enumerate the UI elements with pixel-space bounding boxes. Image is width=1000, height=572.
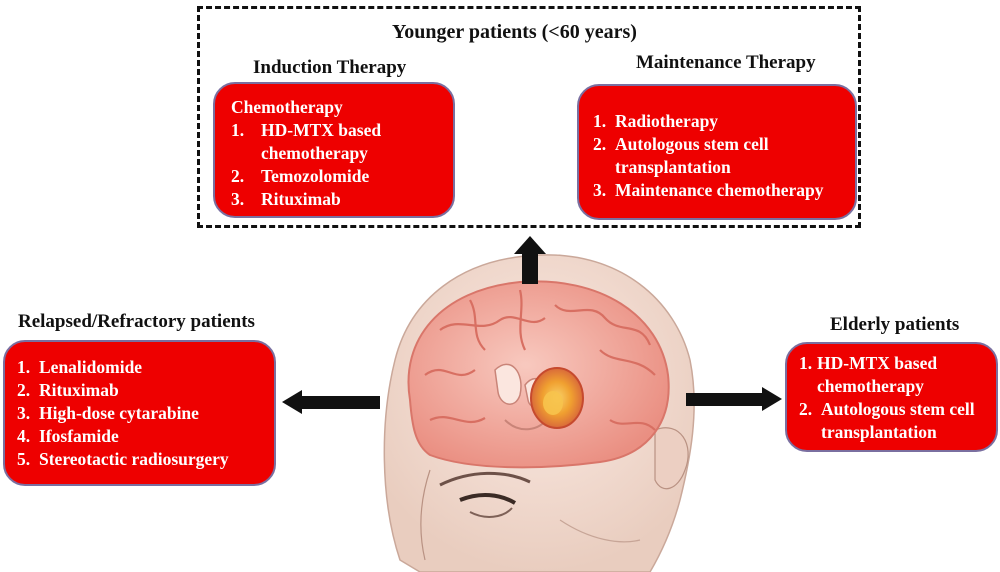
- induction-lead: Chemotherapy: [231, 97, 343, 117]
- induction-list: 1.HD-MTX based chemotherapy 2.Temozolomi…: [231, 119, 443, 211]
- elderly-list: 1.HD-MTX based chemotherapy 2.Autologous…: [799, 352, 992, 444]
- relapsed-refractory-heading: Relapsed/Refractory patients: [18, 311, 255, 332]
- induction-therapy-heading: Induction Therapy: [253, 57, 407, 78]
- list-item: 2.Autologous stem cell transplantation: [593, 134, 769, 177]
- list-item: 3.Maintenance chemotherapy: [593, 180, 824, 200]
- list-item: 4.Ifosfamide: [17, 426, 119, 446]
- list-item: 1.Lenalidomide: [17, 357, 143, 377]
- younger-patients-title: Younger patients (<60 years): [392, 21, 637, 43]
- list-item: 3.Rituximab: [231, 189, 341, 209]
- younger-patients-group: [197, 6, 861, 228]
- arrow-left: [282, 390, 380, 414]
- list-item: 3.High-dose cytarabine: [17, 403, 199, 423]
- maintenance-therapy-heading: Maintenance Therapy: [636, 52, 816, 73]
- list-item: 1.HD-MTX based chemotherapy: [231, 120, 382, 163]
- maintenance-therapy-box: 1.Radiotherapy 2.Autologous stem cell tr…: [577, 84, 857, 220]
- list-item: 2.Rituximab: [17, 380, 119, 400]
- maintenance-list: 1.Radiotherapy 2.Autologous stem cell tr…: [593, 110, 847, 202]
- list-item: 1.HD-MTX based chemotherapy: [799, 353, 938, 396]
- brain-illustration: [407, 280, 670, 469]
- arrow-right: [686, 387, 782, 411]
- tumor-mark: [530, 367, 584, 429]
- list-item: 1.Radiotherapy: [593, 111, 719, 131]
- elderly-patients-box: 1.HD-MTX based chemotherapy 2.Autologous…: [785, 342, 998, 452]
- elderly-patients-heading: Elderly patients: [830, 314, 960, 335]
- induction-therapy-box: Chemotherapy 1.HD-MTX based chemotherapy…: [213, 82, 455, 218]
- arrow-up: [514, 236, 546, 284]
- relapsed-list: 1.Lenalidomide 2.Rituximab 3.High-dose c…: [17, 356, 268, 471]
- list-item: 2.Autologous stem cell transplantation: [799, 399, 975, 442]
- list-item: 2.Temozolomide: [231, 166, 370, 186]
- relapsed-refractory-box: 1.Lenalidomide 2.Rituximab 3.High-dose c…: [3, 340, 276, 486]
- list-item: 5.Stereotactic radiosurgery: [17, 449, 229, 469]
